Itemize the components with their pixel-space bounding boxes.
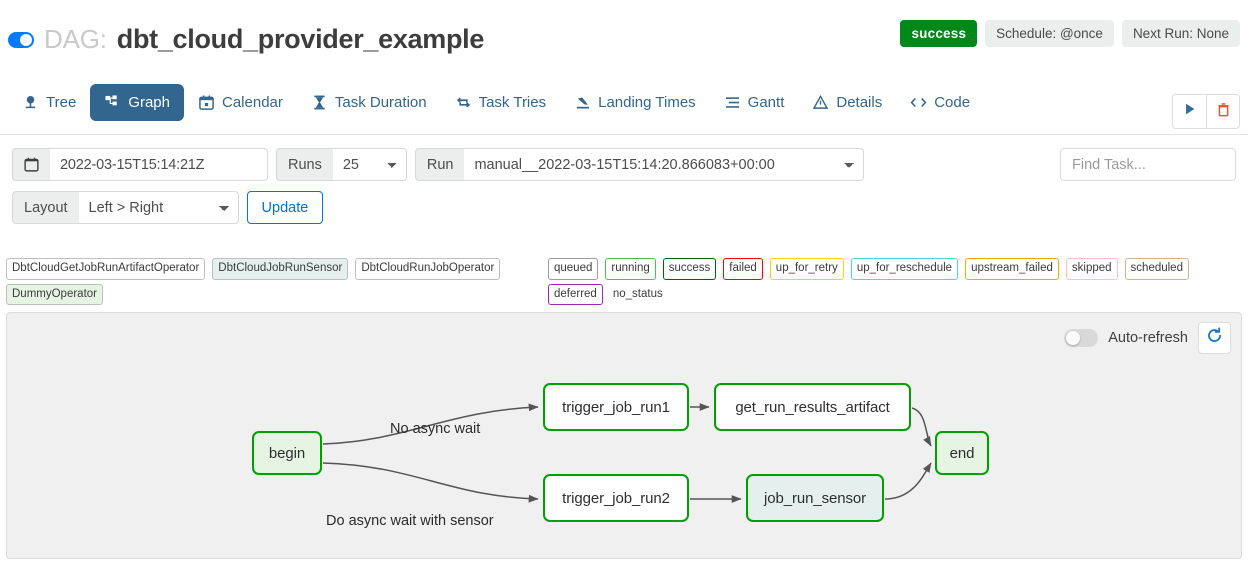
tab-landing-times[interactable]: Landing Times <box>560 84 710 121</box>
warning-icon <box>812 94 829 111</box>
status-badge: success <box>900 20 978 47</box>
status-legend: queued running success failed up_for_retry up… <box>548 258 1248 309</box>
legend-area: DbtCloudGetJobRunArtifactOperator DbtClou… <box>0 250 1248 306</box>
run-select[interactable]: manual__2022-03-15T15:14:20.866083+00:00 <box>464 148 865 181</box>
tab-label: Graph <box>128 94 170 111</box>
tab-label: Landing Times <box>598 94 696 111</box>
graph-controls: Auto-refresh <box>1064 322 1231 354</box>
graph-edges <box>322 403 932 503</box>
tab-task-duration[interactable]: Task Duration <box>297 84 441 121</box>
tab-bar: Tree Graph Calendar Task Duration <box>0 78 1248 135</box>
runs-select[interactable]: 25 <box>332 148 407 181</box>
dag-label: DAG: <box>44 24 107 54</box>
operator-legend-chip[interactable]: DbtCloudJobRunSensor <box>212 258 349 280</box>
status-legend-chip[interactable]: no_status <box>612 287 663 300</box>
tab-details[interactable]: Details <box>798 84 896 121</box>
code-icon <box>910 94 927 111</box>
tab-list: Tree Graph Calendar Task Duration <box>8 84 984 121</box>
operator-legend: DbtCloudGetJobRunArtifactOperator DbtClou… <box>6 258 536 309</box>
status-legend-chip[interactable]: failed <box>723 258 763 280</box>
trigger-dag-button[interactable] <box>1173 95 1206 128</box>
status-legend-chip[interactable]: up_for_retry <box>769 258 844 280</box>
graph-edge-label: Do async wait with sensor <box>326 513 494 529</box>
refresh-icon <box>1206 327 1223 349</box>
status-legend-chip[interactable]: upstream_failed <box>965 258 1059 280</box>
graph-node-job_run_sensor[interactable]: job_run_sensor <box>746 474 884 522</box>
tab-gantt[interactable]: Gantt <box>710 84 799 121</box>
operator-legend-chip[interactable]: DummyOperator <box>6 283 103 305</box>
auto-refresh-label: Auto-refresh <box>1108 330 1188 346</box>
tab-code[interactable]: Code <box>896 84 984 121</box>
layout-label: Layout <box>12 191 79 224</box>
tab-calendar[interactable]: Calendar <box>184 84 297 121</box>
tab-label: Code <box>934 94 971 111</box>
page-header: DAG: dbt_cloud_provider_example success … <box>0 0 1248 70</box>
operator-legend-chip[interactable]: DbtCloudGetJobRunArtifactOperator <box>6 258 206 280</box>
filter-row-primary: Runs 25 Run manual__2022-03-15T15:14:20.… <box>12 148 1236 181</box>
trash-icon <box>1216 102 1231 122</box>
landing-icon <box>574 94 591 111</box>
graph-node-get_run_results_artifact[interactable]: get_run_results_artifact <box>714 383 911 431</box>
header-badges: success Schedule: @once Next Run: None <box>900 20 1240 47</box>
refresh-button[interactable] <box>1198 322 1231 354</box>
filter-row-secondary: Layout Left > Right Update <box>12 191 1236 224</box>
run-group: Run manual__2022-03-15T15:14:20.866083+0… <box>414 148 865 181</box>
graph-node-end[interactable]: end <box>935 431 989 475</box>
layout-select[interactable]: Left > Right <box>78 191 239 224</box>
delete-dag-button[interactable] <box>1206 95 1239 128</box>
header-action-group <box>1172 94 1240 129</box>
tab-tree[interactable]: Tree <box>8 84 90 121</box>
status-legend-chip[interactable]: success <box>662 258 717 280</box>
update-button[interactable]: Update <box>246 191 324 224</box>
tab-label: Gantt <box>747 94 785 111</box>
dag-title-row: DAG: dbt_cloud_provider_example <box>8 24 484 55</box>
tree-icon <box>22 94 39 111</box>
find-task-input[interactable] <box>1060 148 1236 181</box>
retry-icon <box>455 94 472 111</box>
calendar-icon[interactable] <box>12 148 50 181</box>
tab-label: Task Tries <box>478 94 547 111</box>
runs-label: Runs <box>276 148 333 181</box>
tab-label: Details <box>836 94 883 111</box>
runs-group: Runs 25 <box>276 148 407 181</box>
tab-task-tries[interactable]: Task Tries <box>441 84 561 121</box>
status-legend-chip[interactable]: running <box>605 258 656 280</box>
tab-label: Tree <box>46 94 77 111</box>
operator-legend-chip[interactable]: DbtCloudRunJobOperator <box>355 258 501 280</box>
page-title: dbt_cloud_provider_example <box>116 24 485 54</box>
graph-icon <box>104 94 121 111</box>
schedule-badge[interactable]: Schedule: @once <box>985 20 1114 47</box>
status-legend-chip[interactable]: deferred <box>548 283 603 305</box>
graph-node-trigger_job_run1[interactable]: trigger_job_run1 <box>543 383 689 431</box>
status-legend-chip[interactable]: up_for_reschedule <box>850 258 959 280</box>
play-icon <box>1183 102 1197 121</box>
calendar-icon <box>198 94 215 111</box>
auto-refresh-toggle[interactable] <box>1064 329 1099 347</box>
base-date-group <box>12 148 268 181</box>
dag-pause-toggle[interactable] <box>8 31 34 48</box>
graph-panel: Auto-refresh <box>6 312 1242 559</box>
status-legend-chip[interactable]: queued <box>548 258 599 280</box>
filter-bar: Runs 25 Run manual__2022-03-15T15:14:20.… <box>12 148 1236 228</box>
next-run-badge: Next Run: None <box>1121 20 1240 47</box>
status-legend-chip[interactable]: scheduled <box>1124 258 1189 280</box>
graph-node-trigger_job_run2[interactable]: trigger_job_run2 <box>543 474 689 522</box>
graph-node-begin[interactable]: begin <box>252 431 322 475</box>
run-label: Run <box>414 148 465 181</box>
status-legend-chip[interactable]: skipped <box>1065 258 1118 280</box>
graph-edge-label: No async wait <box>390 421 481 437</box>
tab-label: Task Duration <box>334 94 427 111</box>
tab-graph[interactable]: Graph <box>90 84 184 121</box>
gantt-icon <box>724 94 741 111</box>
tab-label: Calendar <box>222 94 283 111</box>
layout-group: Layout Left > Right <box>12 191 239 224</box>
hourglass-icon <box>311 94 328 111</box>
graph-canvas[interactable]: begin trigger_job_run1 get_run_results_art… <box>7 313 1241 558</box>
base-date-input[interactable] <box>50 148 268 181</box>
